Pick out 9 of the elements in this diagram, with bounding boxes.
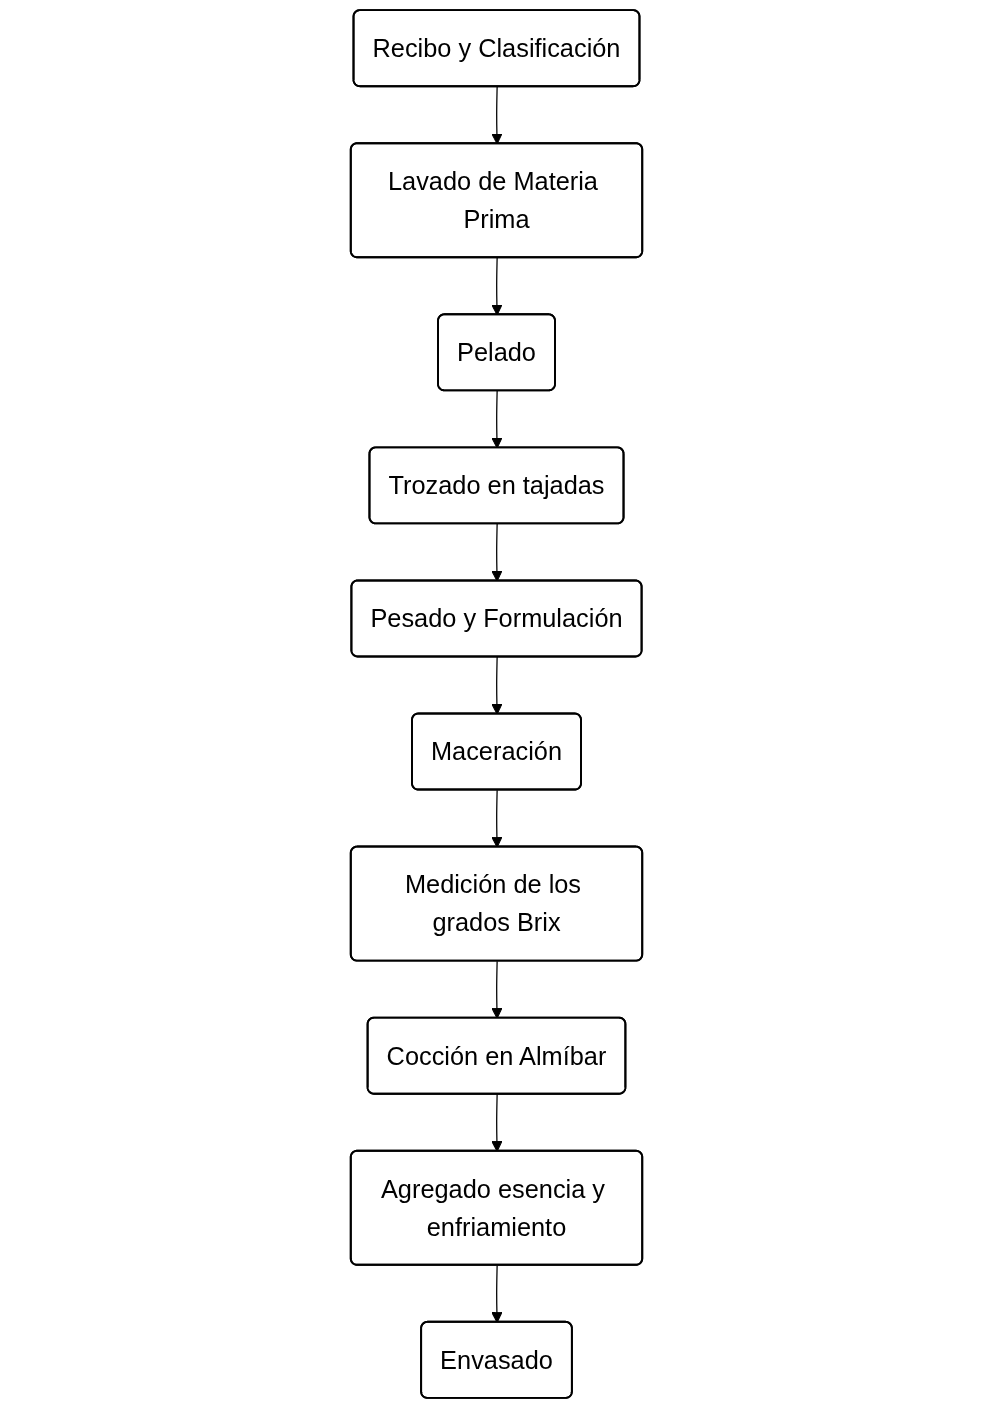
arrow [491,257,503,316]
arrow [491,86,503,145]
arrow [491,789,503,848]
arrow [491,1093,503,1152]
arrow [491,523,503,582]
arrow [491,1264,503,1323]
arrow [491,656,503,715]
arrow [491,960,503,1019]
arrow [491,390,503,449]
